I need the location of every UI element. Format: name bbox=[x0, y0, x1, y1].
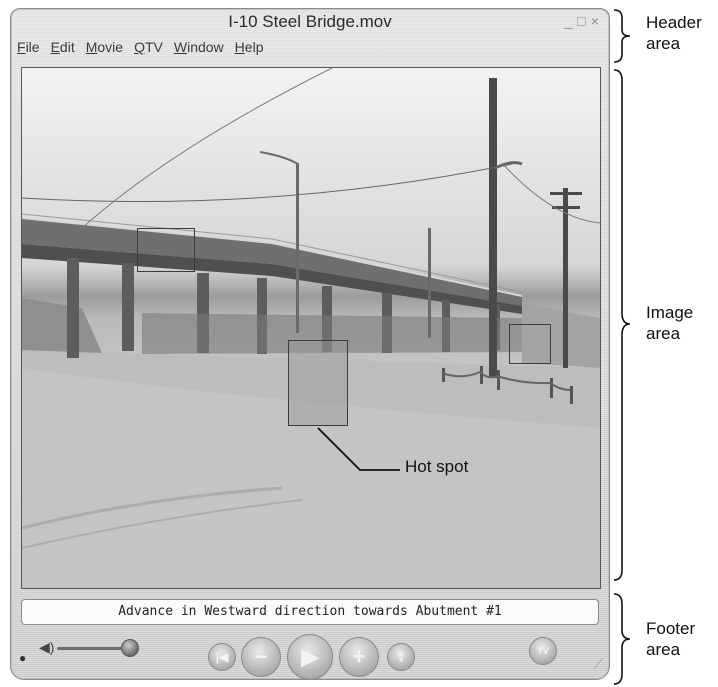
back-to-start-button[interactable]: |◀ bbox=[208, 643, 236, 671]
image-brace bbox=[613, 69, 631, 581]
image-area-label: Image area bbox=[646, 303, 694, 343]
hotspot-deck[interactable] bbox=[137, 228, 195, 272]
bridge-scene bbox=[22, 68, 600, 588]
window-controls: _ □ × bbox=[565, 13, 599, 29]
panorama-image[interactable] bbox=[21, 67, 601, 589]
menu-movie[interactable]: Movie bbox=[85, 39, 124, 55]
volume-icon[interactable]: ◀) bbox=[39, 639, 55, 655]
menu-edit[interactable]: Edit bbox=[50, 39, 75, 55]
menu-qtv[interactable]: QTV bbox=[134, 39, 163, 55]
hotspot-toggle-button[interactable]: ⇧ bbox=[387, 643, 415, 671]
menu-window[interactable]: Window bbox=[173, 39, 224, 55]
header-brace bbox=[613, 9, 631, 63]
volume-slider-knob[interactable] bbox=[121, 639, 139, 657]
apple-icon: ● bbox=[19, 651, 27, 665]
maximize-button[interactable]: □ bbox=[577, 13, 586, 29]
control-bar: ◀) |◀ − ▶ + ⇧ TV bbox=[11, 629, 609, 679]
resize-grip-icon[interactable]: ⟋ bbox=[593, 656, 603, 672]
zoom-out-button[interactable]: − bbox=[241, 637, 281, 677]
quicktime-window: I-10 Steel Bridge.mov _ □ × File Edit Mo… bbox=[10, 8, 610, 680]
menu-file[interactable]: File bbox=[17, 39, 40, 55]
menu-bar: File Edit Movie QTV Window Help bbox=[17, 39, 263, 55]
volume-slider-track[interactable] bbox=[57, 647, 127, 650]
close-button[interactable]: × bbox=[590, 13, 599, 29]
status-text: Advance in Westward direction towards Ab… bbox=[21, 599, 599, 625]
hotspot-right-pier[interactable] bbox=[509, 324, 551, 364]
window-title: I-10 Steel Bridge.mov bbox=[228, 12, 392, 31]
tv-button[interactable]: TV bbox=[529, 637, 557, 665]
hotspot-abutment[interactable] bbox=[288, 340, 348, 426]
footer-brace bbox=[613, 593, 631, 685]
footer-area-label: Footer area bbox=[646, 619, 696, 659]
hotspot-callout-label: Hot spot bbox=[405, 457, 469, 476]
minimize-button[interactable]: _ bbox=[564, 13, 573, 29]
title-bar[interactable]: I-10 Steel Bridge.mov _ □ × bbox=[11, 9, 609, 35]
menu-help[interactable]: Help bbox=[234, 39, 264, 55]
zoom-in-button[interactable]: + bbox=[339, 637, 379, 677]
header-area-label: Header area bbox=[646, 13, 702, 53]
play-button[interactable]: ▶ bbox=[287, 634, 333, 679]
